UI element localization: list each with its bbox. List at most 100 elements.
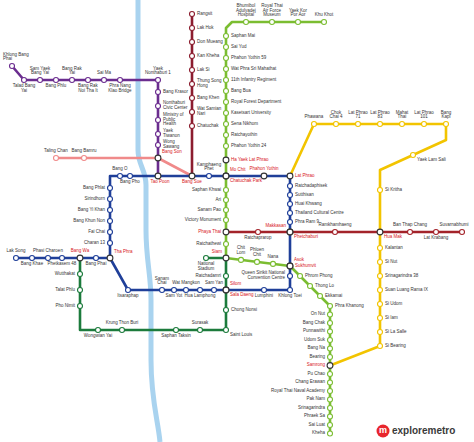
station-name: Phraek Sa [304, 414, 325, 419]
station-name: Sena Nikhom [231, 122, 258, 127]
station-dot [160, 288, 165, 293]
station-dot [22, 78, 27, 83]
logo-text: exploremetro [392, 426, 455, 436]
station-dot [223, 173, 229, 179]
station-name: Queen Sirikit National Convention Centre [229, 271, 285, 280]
station-name: Bhumibol Adulyadej Hospital [234, 4, 258, 18]
station-dot [224, 67, 229, 72]
station-dot [378, 316, 383, 321]
station-name: Lak Song [6, 249, 25, 254]
station-name: Kheha [312, 431, 325, 436]
station-dot [190, 96, 195, 101]
station-name: Mo Chit [230, 168, 246, 173]
station-dot [190, 12, 195, 17]
station-dot [108, 186, 113, 191]
station-name: Krung Thon Buri [106, 321, 139, 326]
station-name: Si Kritha [385, 188, 402, 193]
station-name: Ratchathewi [196, 242, 221, 247]
station-name: Tao Poon [150, 180, 169, 185]
station-dot [224, 45, 229, 50]
station-dot [288, 220, 293, 225]
station-dot [156, 78, 161, 83]
station-dot [328, 372, 333, 377]
station-dot [70, 78, 75, 83]
station-dot [224, 198, 229, 203]
station-dot [223, 287, 229, 293]
station-dot [328, 423, 333, 428]
station-dot [14, 256, 19, 261]
station-dot [328, 389, 333, 394]
station-dot [190, 26, 195, 31]
station-name: Siam [212, 250, 222, 255]
station-name: Bang Khun Non [73, 219, 105, 224]
station-name: 11th Infantry Regiment [231, 78, 276, 83]
station-name: Bang Khae [21, 262, 43, 267]
station-name: Yaek Nonthaburi 1 [143, 67, 173, 76]
station-name: Thailand Cultural Centre [295, 211, 344, 216]
station-dot [96, 328, 101, 333]
station-name: Sukhumvit [295, 264, 316, 269]
station-name: Lak Hok [197, 26, 224, 31]
station-name: Royal Forest Department [231, 100, 281, 105]
station-name: Royal Thai Naval Academy [271, 389, 325, 394]
station-dot [322, 20, 327, 25]
station-name: Kasetsart University [231, 111, 271, 116]
station-dot [204, 256, 209, 261]
station-dot [356, 122, 361, 127]
station-dot [108, 230, 113, 235]
station-dot [333, 230, 338, 235]
station-dots [10, 12, 465, 437]
station-name: Lumphini [255, 294, 273, 299]
station-name: Sam Yot [166, 294, 183, 299]
station-name: Bang Sue [182, 180, 202, 185]
station-name: Sai Yud [231, 45, 246, 50]
station-name: Bang Son [162, 150, 182, 155]
station-name: Bang Wa [71, 249, 89, 254]
station-dot [108, 219, 113, 224]
station-name: Lat Phrao 83 [370, 111, 390, 120]
station-dot [223, 173, 229, 179]
station-name: Kamphaeng Phet [196, 163, 222, 172]
station-name: Khlong Toei [278, 294, 301, 299]
logo-mark [377, 425, 390, 438]
station-dot [190, 124, 195, 129]
station-name: Pho Nimit [55, 304, 75, 309]
station-dot [224, 111, 229, 116]
station-dot [288, 202, 293, 207]
station-name: Tha Phra [114, 250, 133, 255]
station-dot [312, 122, 317, 127]
station-dot [224, 328, 229, 333]
station-name: Si Udom [385, 302, 402, 307]
station-name: On Nut [311, 312, 325, 317]
station-dot [126, 288, 131, 293]
station-dot [328, 346, 333, 351]
station-name: Yaek Kor Por Aor [286, 9, 310, 18]
station-dot [118, 174, 123, 179]
station-name: Saphan Khwai [192, 188, 221, 193]
station-dot [328, 414, 333, 419]
station-name: Bang Krasor [163, 90, 189, 95]
station-name: Bang Bamru [71, 149, 96, 154]
station-dot [378, 344, 383, 349]
station-dot [271, 261, 276, 266]
station-name: Si La Salle [385, 330, 407, 335]
station-dot [318, 294, 323, 299]
station-name: Bang Rak Yai [59, 67, 85, 76]
station-name: Ministry of Public Health [163, 113, 189, 127]
station-dot [296, 20, 301, 25]
station-name: Bang Phlat [83, 186, 105, 191]
station-dot [78, 272, 83, 277]
station-dot [408, 230, 413, 235]
station-name: Udom Suk [304, 338, 325, 343]
station-name: Chang Erawan [295, 380, 325, 385]
station-name: Bang Chak [303, 321, 325, 326]
station-dot [78, 304, 83, 309]
station-dot [328, 380, 333, 385]
station-dot [377, 229, 383, 235]
station-dot [378, 260, 383, 265]
station-dot [189, 173, 195, 179]
station-name: Wat Mangkon [172, 281, 200, 286]
station-name: Surasak [192, 321, 209, 326]
station-name: Sai Luat [308, 423, 325, 428]
station-dot [270, 20, 275, 25]
